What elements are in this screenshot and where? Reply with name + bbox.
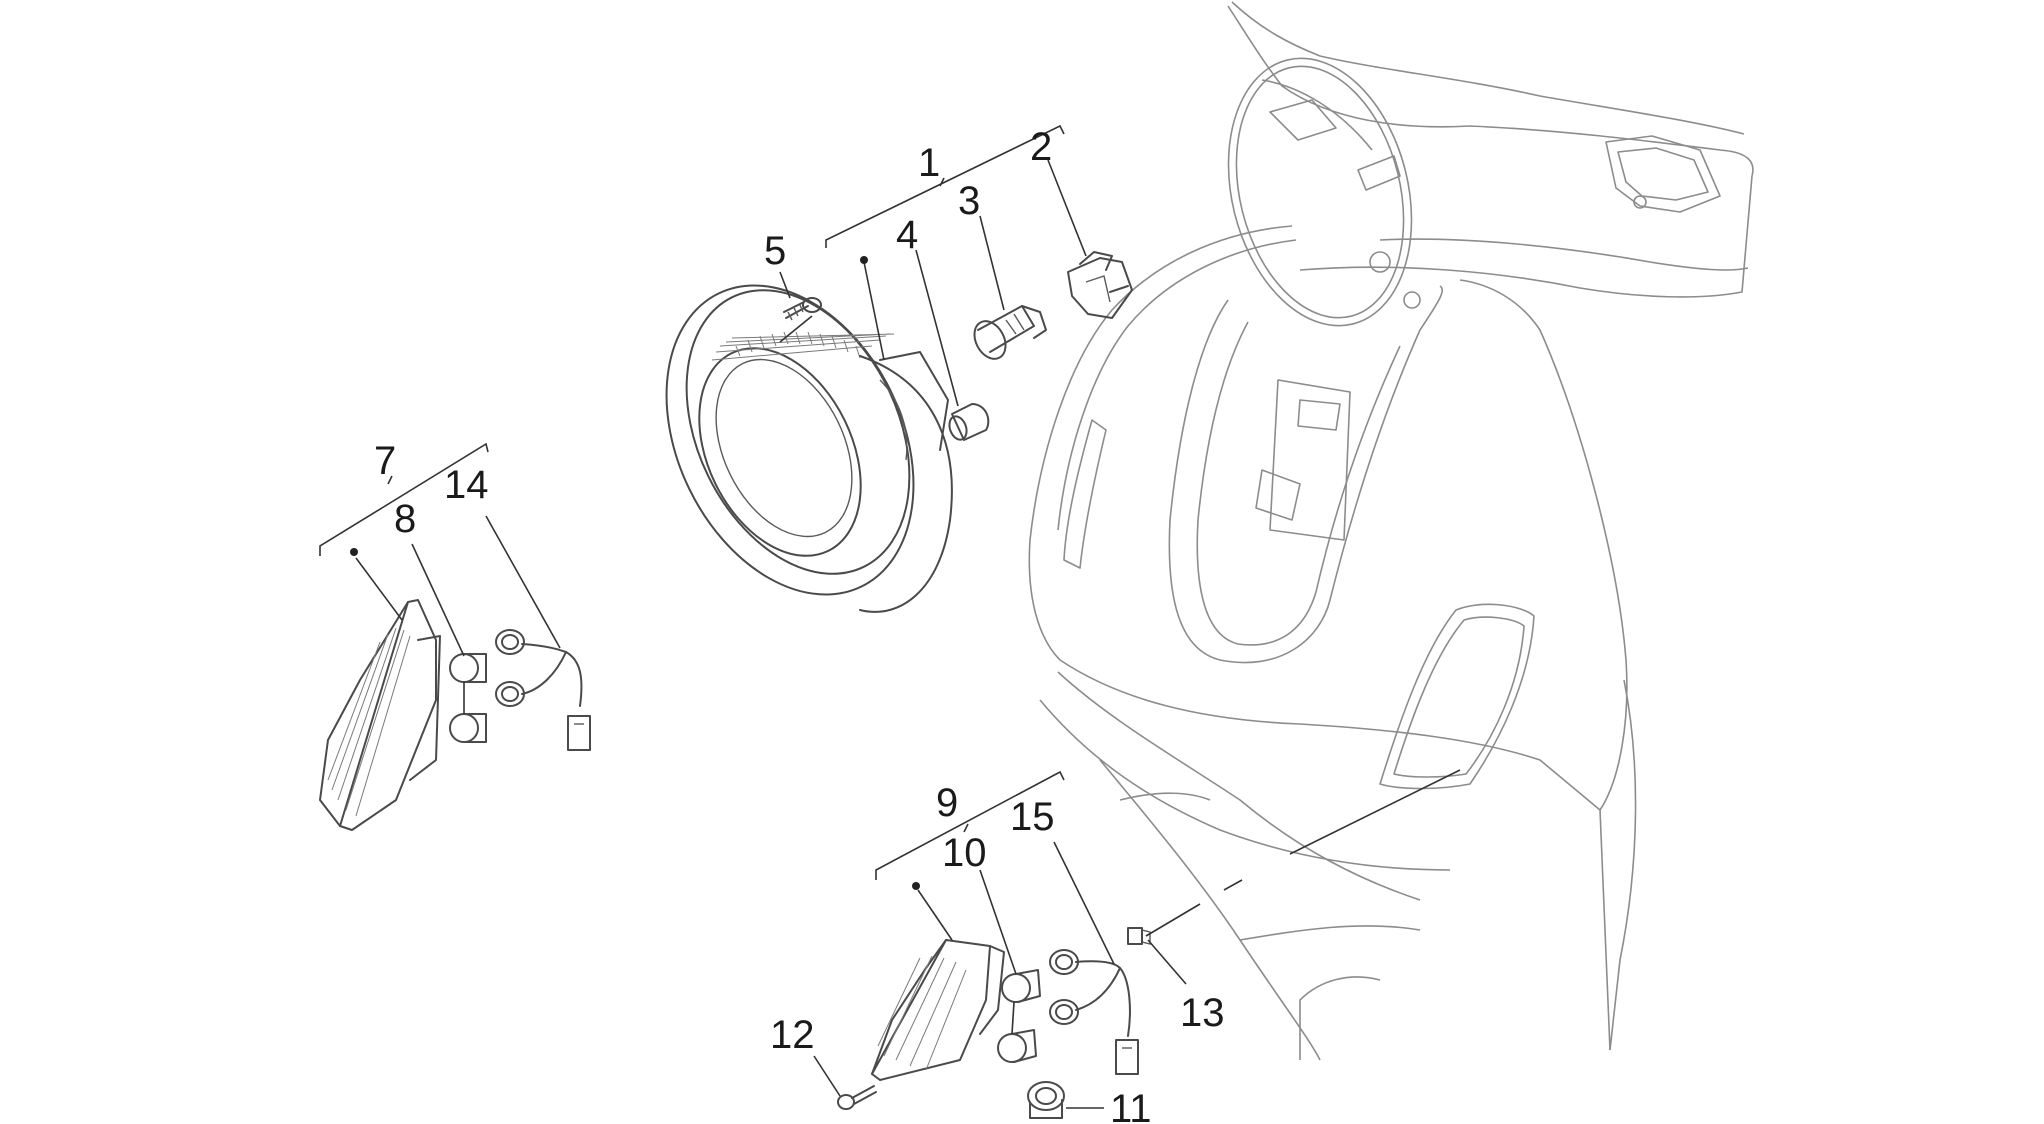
leader-lines — [319, 124, 1461, 1109]
callout-10: 10 — [942, 831, 987, 875]
callout-9: 9 — [936, 781, 958, 825]
pilot-bulb-part-4 — [948, 403, 990, 441]
callout-14: 14 — [444, 463, 489, 507]
callout-12: 12 — [770, 1013, 815, 1057]
callout-8: 8 — [394, 497, 416, 541]
left-wiring-part-14 — [495, 629, 591, 751]
callout-15: 15 — [1010, 795, 1055, 839]
callout-11: 11 — [1110, 1087, 1152, 1124]
screw-part-12 — [837, 1085, 877, 1110]
grommet-part-11 — [1027, 1081, 1065, 1119]
callout-labels: 1 2 3 4 5 7 8 9 10 11 12 13 14 15 — [374, 125, 1225, 1124]
callout-13: 13 — [1180, 991, 1225, 1035]
bulb-holder-part-2 — [1067, 251, 1133, 319]
callout-3: 3 — [958, 179, 980, 223]
bulb-part-3 — [973, 305, 1047, 360]
callout-2: 2 — [1030, 125, 1052, 169]
headlamp-assembly — [665, 284, 953, 613]
left-bulbs-part-8 — [449, 653, 487, 743]
callout-4: 4 — [896, 213, 918, 257]
callout-7: 7 — [374, 439, 396, 483]
right-wiring-part-15 — [1049, 949, 1139, 1075]
right-indicator-assembly — [871, 939, 1005, 1081]
callout-5: 5 — [764, 229, 786, 273]
group-bullet-dots — [350, 256, 920, 890]
left-indicator-assembly — [319, 599, 441, 831]
screw-part-5 — [783, 297, 822, 321]
scooter-front-body — [1028, 1, 1754, 1061]
right-bulbs-part-10 — [997, 969, 1041, 1063]
clip-part-13 — [1127, 927, 1151, 945]
callout-1: 1 — [918, 141, 940, 185]
